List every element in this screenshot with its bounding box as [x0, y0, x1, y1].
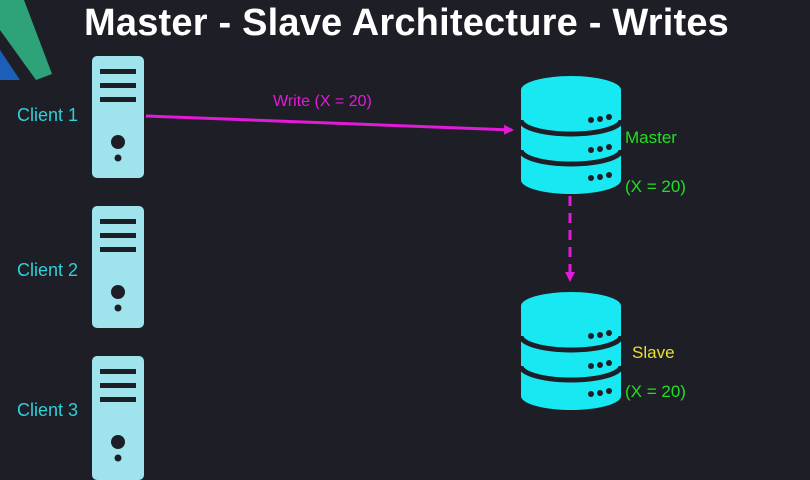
client-2-server-icon: [92, 206, 144, 328]
corner-decoration: [0, 0, 52, 80]
client-3-label: Client 3: [17, 400, 79, 420]
slave-value: (X = 20): [625, 382, 686, 401]
master-label: Master: [625, 128, 677, 147]
client-3-server-icon: [92, 356, 144, 480]
write-arrow-label: Write (X = 20): [273, 93, 372, 110]
master-database-icon: [521, 76, 621, 194]
client-2-label: Client 2: [17, 260, 79, 280]
slave-database-icon: [521, 292, 621, 410]
slave-label: Slave: [632, 343, 675, 362]
page-title: Master - Slave Architecture - Writes: [84, 2, 729, 44]
client-1-server-icon: [92, 56, 144, 178]
client-1-label: Client 1: [17, 105, 79, 125]
master-value: (X = 20): [625, 177, 686, 196]
write-arrow: [145, 114, 514, 135]
